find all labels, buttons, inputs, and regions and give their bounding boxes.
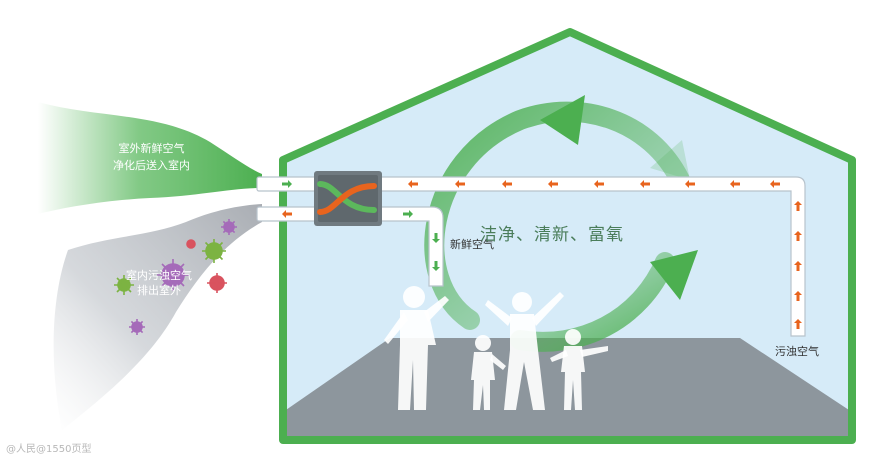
fresh-air-label-line1: 室外新鲜空气 (118, 142, 185, 155)
indoor-air-label-line2: 排出室外 (137, 284, 181, 297)
virus-icon (202, 239, 226, 263)
virus-icon (186, 239, 196, 249)
heat-exchanger-icon (314, 171, 382, 226)
polluted-air-plume (53, 204, 263, 430)
virus-icon (221, 219, 237, 235)
watermark: @人民@1550页型 (6, 444, 92, 455)
new-air-label: 新鲜空气 (450, 238, 494, 251)
indoor-air-label: 室内污浊空气 排出室外 (126, 268, 192, 298)
person-child-left (471, 335, 506, 410)
exhaust-return-duct (379, 176, 806, 337)
fresh-air-label: 室外新鲜空气 净化后送入室内 (113, 140, 190, 174)
fresh-air-plume (38, 102, 262, 214)
virus-icon (114, 275, 134, 295)
person-child-right (550, 329, 608, 410)
virus-icon (207, 273, 227, 293)
polluted-air-label: 污浊空气 (775, 345, 819, 358)
house-outline (279, 28, 856, 444)
person-adult-left (384, 286, 449, 410)
virus-icon (157, 259, 189, 291)
virus-cluster (114, 219, 237, 335)
people-silhouette-icon (384, 286, 608, 410)
slogan-text: 洁净、清新、富氧 (480, 225, 624, 245)
virus-icon (129, 319, 145, 335)
fresh-air-supply-duct (379, 206, 444, 287)
indoor-air-label-line1: 室内污浊空气 (126, 269, 192, 282)
person-adult-center (485, 292, 564, 410)
fresh-air-label-line2: 净化后送入室内 (113, 159, 190, 172)
